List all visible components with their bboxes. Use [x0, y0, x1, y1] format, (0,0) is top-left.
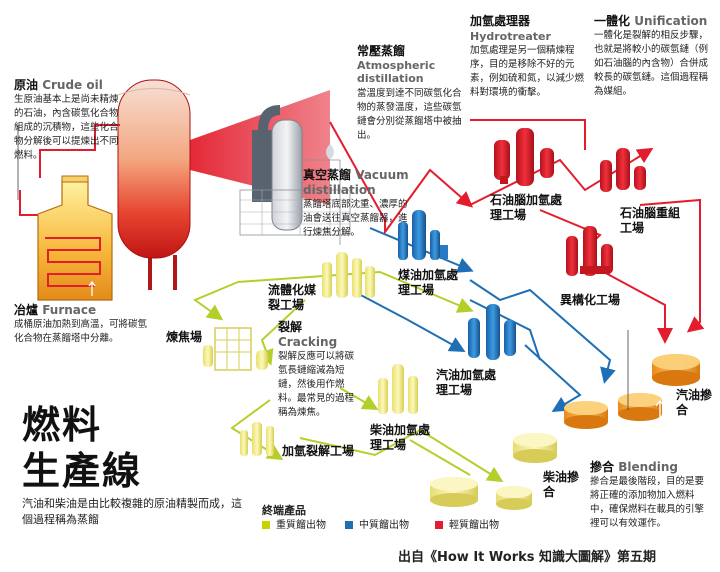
line-green-4	[230, 399, 284, 461]
atmospheric-distillation-label: 常壓蒸餾 Atmospheric distillation 當溫度到達不同碳氫化…	[357, 44, 462, 141]
line-green-7	[409, 439, 471, 476]
line-green-1	[237, 270, 474, 313]
diesel-blend-label: 柴油摻合	[543, 470, 580, 499]
legend-item-heavy: 重質餾出物	[262, 520, 326, 532]
furnace-label: 冶爐 Furnace 成桶原油加熱到高溫，可將碳氫化合物在蒸餾塔中分離。	[14, 303, 148, 344]
fcc-label: 流體化媒裂工場	[268, 283, 317, 312]
line-red-1	[329, 121, 474, 236]
blending-label: 摻合 Blending 摻合是最後階段，目的是要將正確的添加物加入燃料中，確保燃…	[590, 460, 705, 529]
intro-text: 汽油和柴油是由比較複雜的原油精製而成，這個過程稱為蒸餾	[22, 497, 242, 526]
gasoline-hydrotreater-plant	[468, 304, 516, 360]
naphtha-hydrotreater-plant	[494, 128, 554, 186]
cracking-label: 裂解 Cracking 裂解反應可以將碳氫長鏈縮減為短鏈，然後用作燃料。最常見的…	[278, 320, 355, 418]
diesel-hydrotreater-label: 柴油加氫處理工場	[370, 423, 431, 452]
crude-feed-pipe	[39, 124, 120, 178]
fcc-plant	[322, 252, 375, 298]
naphtha-hydrotreater-label: 石油腦加氫處理工場	[490, 193, 563, 222]
line-blue-4	[524, 344, 582, 413]
legend-swatch-middle	[345, 521, 353, 529]
isomerization-plant	[566, 226, 613, 276]
cracking-plant	[378, 364, 418, 414]
kerosene-hydrotreater-plant	[398, 210, 448, 260]
coker-label: 煉焦場	[166, 330, 203, 344]
legend-item-light: 輕質餾出物	[435, 520, 499, 532]
line-blue-3	[354, 291, 466, 352]
source-credit: 出自《How It Works 知識大圖解》第五期	[398, 550, 657, 565]
naphtha-reformer-plant	[600, 148, 646, 192]
kerosene-hydrotreater-label: 煤油加氫處理工場	[398, 268, 459, 297]
legend-item-middle: 中質餾出物	[345, 520, 409, 532]
line-red-3	[470, 119, 586, 150]
vacuum-distillation-label: 真空蒸餾 Vacuum distillation 蒸餾塔底部沈重、濃厚的油會送往…	[303, 168, 409, 238]
hydrocracking-label: 加氫裂解工場	[282, 444, 355, 458]
legend-title: 終端產品	[262, 504, 306, 517]
line-green-6	[299, 428, 504, 483]
coker-plant	[203, 327, 268, 371]
line-green-5	[339, 387, 379, 410]
line-red-5	[599, 269, 673, 344]
gasoline-blend-label: 汽油摻合	[676, 388, 713, 417]
naphtha-reformer-label: 石油腦重組工場	[620, 206, 681, 235]
furnace	[37, 175, 113, 301]
legend-swatch-heavy	[262, 521, 270, 529]
crude-oil-label: 原油 Crude oil 生原油基本上是尚未精煉的石油，內含碳氫化合物組成的沉積…	[14, 78, 119, 161]
hydrotreater-label: 加氫處理器 Hydrotreater 加氫處理是另一個精煉程序，目的是移除不好的…	[470, 14, 585, 98]
gasoline-blending-tanks	[564, 354, 700, 429]
atmospheric-column	[239, 105, 351, 245]
line-red-6	[639, 198, 705, 333]
title-line-2: 生產線	[22, 449, 143, 493]
line-green-2	[192, 281, 239, 321]
hydrocracking-plant	[240, 422, 274, 456]
isomerization-label: 異構化工場	[560, 293, 621, 307]
line-blue-2	[469, 279, 616, 384]
gasoline-hydrotreater-label: 汽油加氫處理工場	[436, 368, 497, 397]
legend-swatch-light	[435, 521, 443, 529]
diesel-blending-tanks	[430, 433, 557, 510]
title-line-1: 燃料	[22, 403, 103, 447]
crude-tower	[117, 79, 191, 290]
unification-label: 一體化 Unification 一體化是裂解的相反步驟，也就是將較小的碳氫鏈（例…	[594, 14, 709, 97]
